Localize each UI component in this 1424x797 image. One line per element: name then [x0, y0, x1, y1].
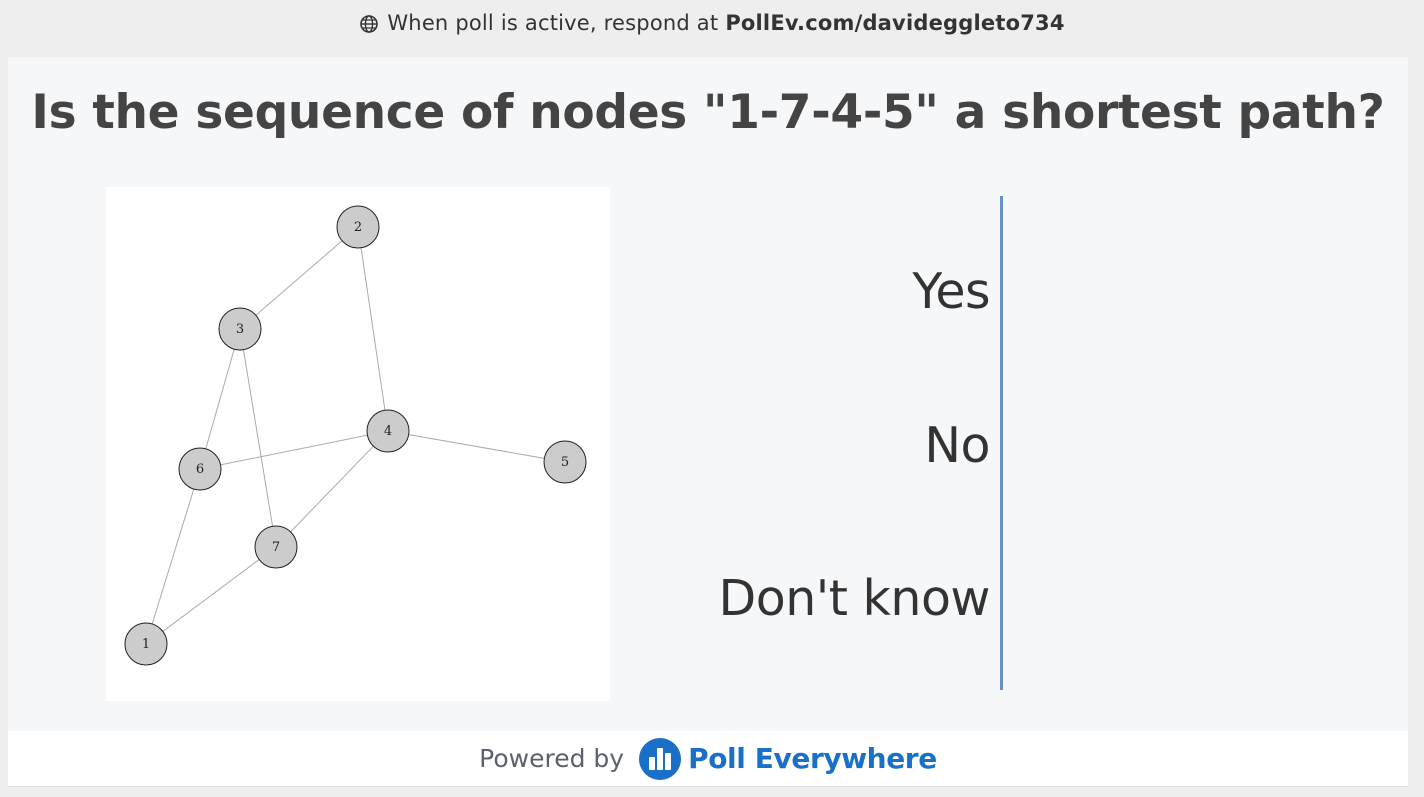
- poll-slide: Is the sequence of nodes "1-7-4-5" a sho…: [8, 57, 1408, 731]
- node-3: [218, 307, 262, 351]
- edge-6-4: [199, 430, 389, 470]
- question-title: Is the sequence of nodes "1-7-4-5" a sho…: [31, 85, 1385, 140]
- option-no[interactable]: No: [924, 417, 990, 474]
- edge-2-3: [239, 226, 359, 330]
- graph-image: 1 2 3 4 5 6 7: [106, 187, 610, 701]
- results-axis-line: [1000, 196, 1003, 690]
- poll-url-link[interactable]: PollEv.com/davideggleto734: [725, 11, 1065, 35]
- node-label-6: 6: [196, 462, 204, 477]
- network-graph: 1 2 3 4 5 6 7: [124, 205, 587, 666]
- edge-4-5: [387, 430, 566, 463]
- poll-banner: When poll is active, respond at PollEv.c…: [0, 0, 1424, 46]
- option-yes[interactable]: Yes: [912, 263, 990, 320]
- edge-6-1: [145, 468, 201, 645]
- option-dont-know[interactable]: Don't know: [718, 570, 990, 627]
- node-label-1: 1: [142, 637, 150, 652]
- edge-7-4: [275, 430, 389, 548]
- node-5: [543, 440, 587, 484]
- globe-icon: [360, 15, 379, 33]
- powered-by-text: Powered by: [479, 744, 625, 773]
- node-2: [336, 205, 380, 249]
- node-label-3: 3: [236, 322, 244, 337]
- node-label-5: 5: [561, 455, 569, 470]
- poll-everywhere-logo-icon: [639, 737, 682, 780]
- edge-3-7: [239, 328, 277, 548]
- node-6: [178, 447, 222, 491]
- node-label-4: 4: [384, 424, 392, 439]
- footer: Powered by Poll Everywhere: [8, 731, 1408, 787]
- node-1: [124, 622, 168, 666]
- brand-name[interactable]: Poll Everywhere: [688, 742, 937, 775]
- node-7: [254, 525, 298, 569]
- edge-2-4: [357, 226, 389, 432]
- node-4: [366, 409, 410, 453]
- edge-3-6: [199, 328, 241, 470]
- banner-prefix-text: When poll is active, respond at: [387, 11, 719, 35]
- node-label-2: 2: [354, 220, 362, 235]
- edge-7-1: [145, 546, 277, 645]
- node-label-7: 7: [272, 540, 280, 555]
